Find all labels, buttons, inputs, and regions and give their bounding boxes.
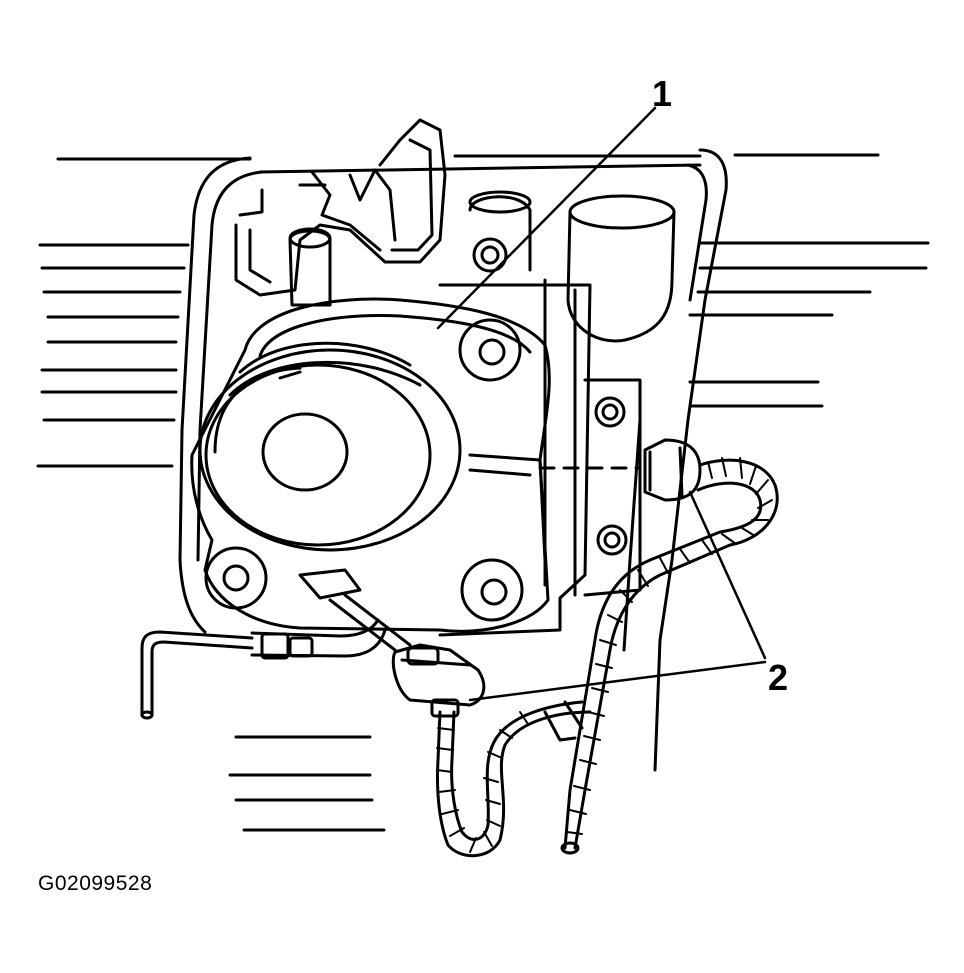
leader-lines (436, 106, 767, 702)
brake-line (140, 618, 387, 720)
callout-2-label: 2 (768, 657, 788, 698)
pump-motor (190, 297, 551, 633)
top-bracket (234, 118, 447, 297)
wiring-harness (430, 438, 779, 858)
reservoir-cylinder (468, 190, 676, 343)
mounting-bolts (204, 237, 628, 622)
frame-lines (36, 153, 930, 832)
figure-id-label: G02099528 (38, 872, 153, 895)
upper-hose (288, 227, 332, 307)
callout-1-label: 1 (652, 73, 672, 114)
lower-connector (298, 568, 486, 707)
